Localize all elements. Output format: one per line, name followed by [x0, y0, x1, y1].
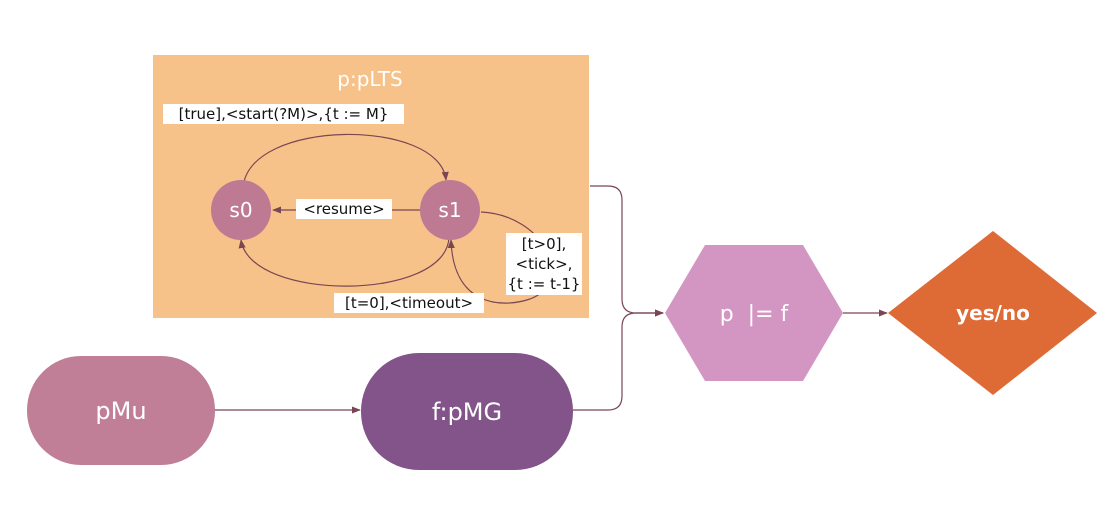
edge-plts-to-check — [590, 185, 664, 317]
state-s0-label: s0 — [229, 198, 252, 222]
pmu-node[interactable] — [27, 356, 215, 465]
result-diamond[interactable] — [888, 231, 1097, 395]
tick-label-line-1: [t>0], — [522, 235, 566, 253]
pmu-label: pMu — [95, 397, 146, 425]
timeout-transition-label: [t=0],<timeout> — [345, 294, 473, 312]
edge-timeout — [238, 236, 450, 287]
tick-label-line-2: <tick>, — [516, 255, 573, 273]
edge-tick — [447, 211, 552, 304]
state-s1[interactable] — [420, 180, 480, 240]
model-check-hexagon[interactable] — [665, 245, 843, 381]
resume-label-bg — [296, 199, 392, 219]
start-transition-label: [true],<start(?M)>,{t := M} — [179, 105, 389, 123]
edge-start — [242, 133, 449, 189]
tick-label-line-3: {t := t-1} — [508, 275, 581, 293]
model-check-label: p |= f — [720, 302, 790, 327]
pmg-label: f:pMG — [432, 398, 502, 426]
plts-title: p:pLTS — [337, 67, 402, 91]
state-s0[interactable] — [211, 180, 271, 240]
state-s1-label: s1 — [438, 198, 461, 222]
edge-pmg-to-check — [573, 309, 664, 411]
timeout-label-bg — [334, 293, 484, 313]
start-label-bg — [163, 104, 404, 124]
result-label: yes/no — [956, 301, 1030, 325]
pmg-node[interactable] — [361, 353, 573, 470]
tick-label-bg — [506, 233, 582, 295]
resume-transition-label: <resume> — [303, 200, 384, 218]
